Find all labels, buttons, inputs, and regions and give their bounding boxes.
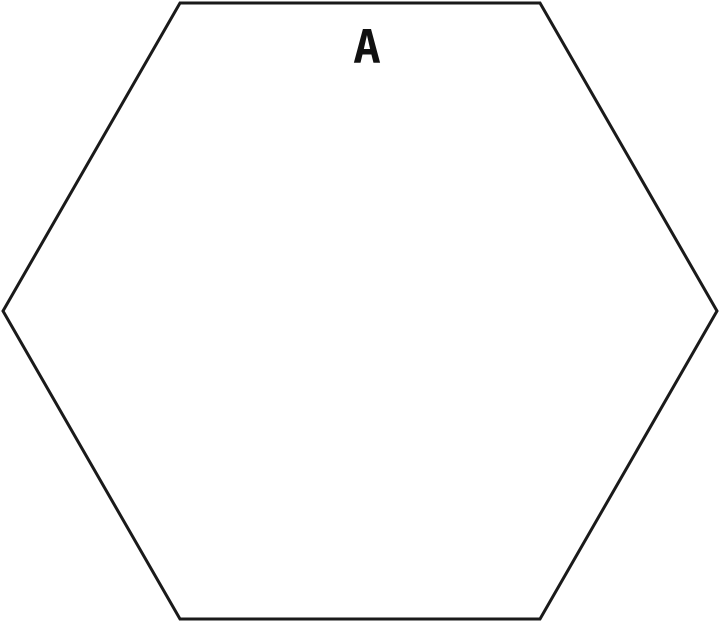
label-a: A (353, 20, 381, 74)
